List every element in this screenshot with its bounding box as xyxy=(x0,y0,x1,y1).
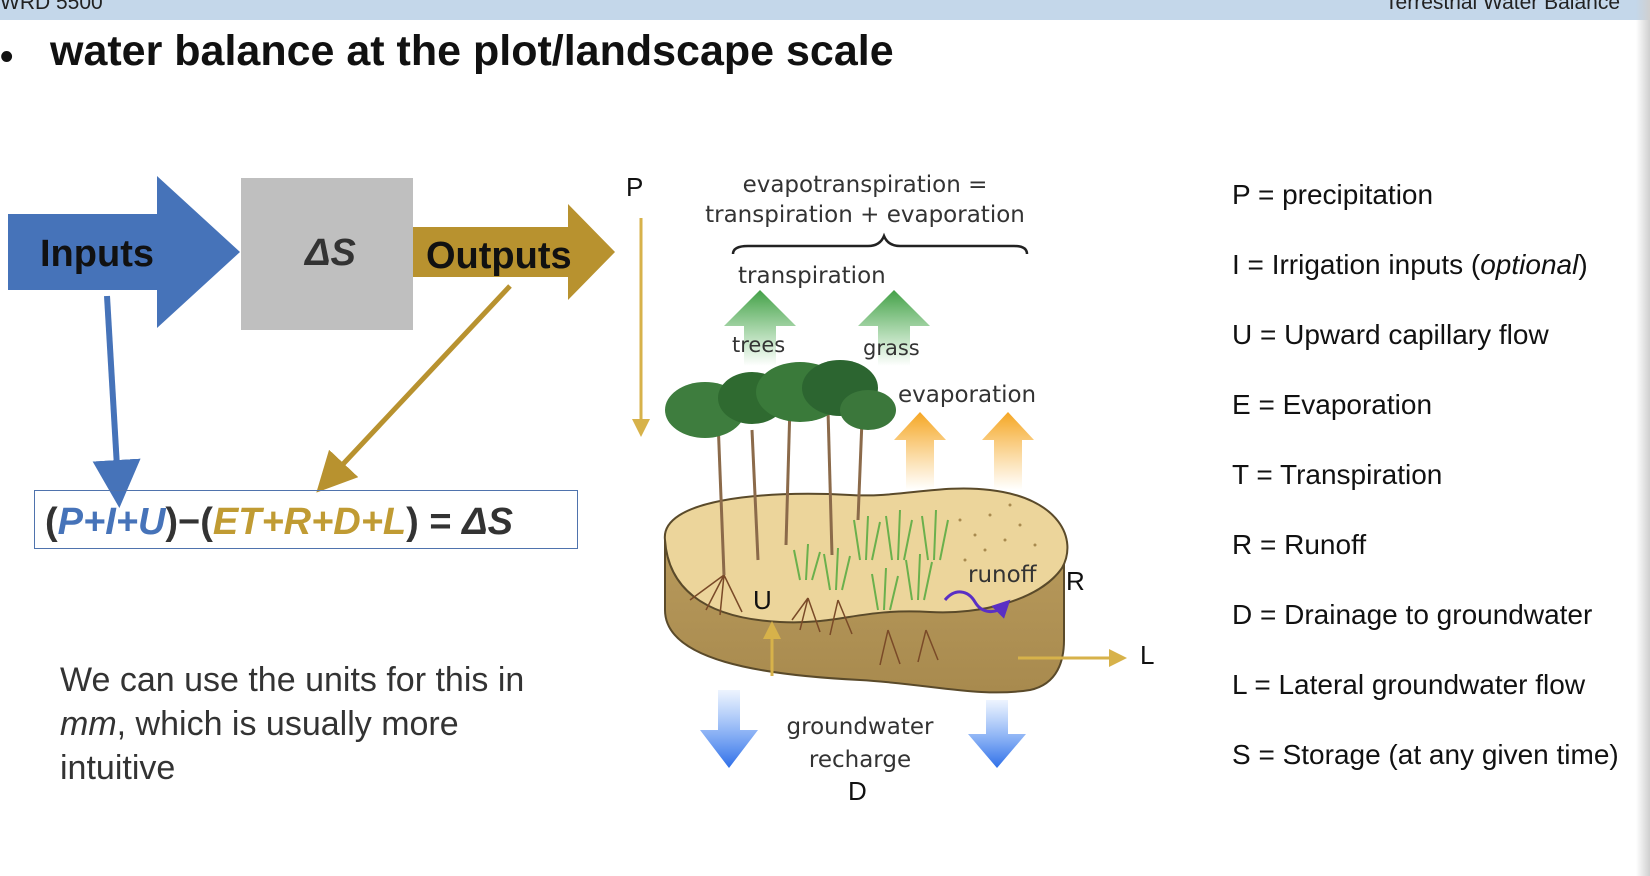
legend-item: L = Lateral groundwater flow xyxy=(1232,670,1650,740)
legend-item: R = Runoff xyxy=(1232,530,1650,600)
grass-transpiration-arrow xyxy=(858,290,930,366)
runoff-symbol-label: R xyxy=(1066,566,1085,596)
evaporation-arrow-left xyxy=(894,412,946,490)
units-note-part1: We can use the units for this in xyxy=(60,661,525,699)
symbol-legend: P = precipitation I = Irrigation inputs … xyxy=(1232,180,1650,810)
legend-item: S = Storage (at any given time) xyxy=(1232,740,1650,810)
bullet-marker: • xyxy=(0,36,14,78)
legend-item: T = Transpiration xyxy=(1232,460,1650,530)
legend-item-text: R = Runoff xyxy=(1232,529,1367,560)
soil-block xyxy=(663,487,1069,694)
equation-inputs-terms: P+I+U xyxy=(57,501,166,543)
inputs-connector-arrow xyxy=(92,295,141,508)
legend-item-text: T = Transpiration xyxy=(1232,459,1443,490)
legend-item: I = Irrigation inputs (optional) xyxy=(1232,250,1650,320)
precipitation-label: P xyxy=(626,172,643,202)
groundwater-label-line2: recharge xyxy=(809,747,911,773)
units-note: We can use the units for this in mm, whi… xyxy=(60,658,580,790)
legend-item: D = Drainage to groundwater xyxy=(1232,600,1650,670)
runoff-arrow xyxy=(943,590,1011,619)
outputs-arrow: Outputs xyxy=(413,204,615,300)
legend-item-text: P = precipitation xyxy=(1232,179,1434,210)
plant-roots xyxy=(689,574,939,666)
legend-item-text: S = Storage (at any given time) xyxy=(1232,739,1619,770)
legend-item-text: E = Evaporation xyxy=(1232,389,1433,420)
grass-group xyxy=(793,509,949,611)
runoff-label: runoff xyxy=(968,562,1038,588)
sand-texture xyxy=(958,503,1037,562)
units-note-emphasis: mm xyxy=(60,705,117,743)
equation-outputs-terms: ET+R+D+L xyxy=(212,501,407,543)
trees-label: trees xyxy=(732,333,785,357)
legend-item-text: L = Lateral groundwater flow xyxy=(1232,669,1586,700)
water-balance-equation: (P+I+U)−(ET+R+D+L) = ΔS xyxy=(34,490,578,549)
trees-group xyxy=(665,360,896,576)
equation-storage-change: ΔS xyxy=(462,501,513,543)
legend-item: P = precipitation xyxy=(1232,180,1650,250)
inputs-arrow: Inputs xyxy=(8,176,240,328)
header-section-title: Terrestrial Water Balance xyxy=(1385,0,1620,14)
storage-label: ΔS xyxy=(303,232,356,274)
equation-equals: ) = xyxy=(406,501,463,543)
legend-item-text: I = Irrigation inputs ( xyxy=(1232,249,1481,280)
grass-label: grass xyxy=(863,336,920,360)
storage-box: ΔS xyxy=(241,178,413,330)
evaporation-label: evaporation xyxy=(898,382,1036,408)
legend-item-text: D = Drainage to groundwater xyxy=(1232,599,1593,630)
equation-open-paren: ( xyxy=(45,501,58,543)
legend-item: U = Upward capillary flow xyxy=(1232,320,1650,390)
inputs-label: Inputs xyxy=(40,233,154,275)
slide-heading: water balance at the plot/landscape scal… xyxy=(50,27,894,75)
equation-minus: )−( xyxy=(165,501,213,543)
legend-item-emphasis: optional xyxy=(1480,249,1579,280)
et-equation-line1: evapotranspiration = xyxy=(743,172,988,198)
transpiration-brace xyxy=(731,232,1029,255)
legend-item-suffix: ) xyxy=(1578,249,1588,280)
page-edge-shadow xyxy=(1636,0,1650,876)
header-course-code: WRD 5500 xyxy=(0,0,103,14)
groundwater-label-line1: groundwater xyxy=(787,714,934,740)
header-band: WRD 5500 Terrestrial Water Balance xyxy=(0,0,1650,20)
lateral-symbol-label: L xyxy=(1140,640,1154,670)
legend-item-text: U = Upward capillary flow xyxy=(1232,319,1549,350)
outputs-connector-arrow xyxy=(316,284,512,493)
legend-item: E = Evaporation xyxy=(1232,390,1650,460)
capillary-symbol-label: U xyxy=(753,585,772,615)
drainage-symbol-label: D xyxy=(848,776,867,806)
outputs-label: Outputs xyxy=(426,235,572,277)
transpiration-label: transpiration xyxy=(738,263,886,289)
trees-transpiration-arrow xyxy=(724,290,796,366)
et-equation-line2: transpiration + evaporation xyxy=(705,202,1025,228)
recharge-arrow-left xyxy=(700,690,758,768)
recharge-arrow-right xyxy=(968,700,1026,768)
units-note-part2: , which is usually more intuitive xyxy=(60,705,459,787)
evaporation-arrow-right xyxy=(982,412,1034,490)
